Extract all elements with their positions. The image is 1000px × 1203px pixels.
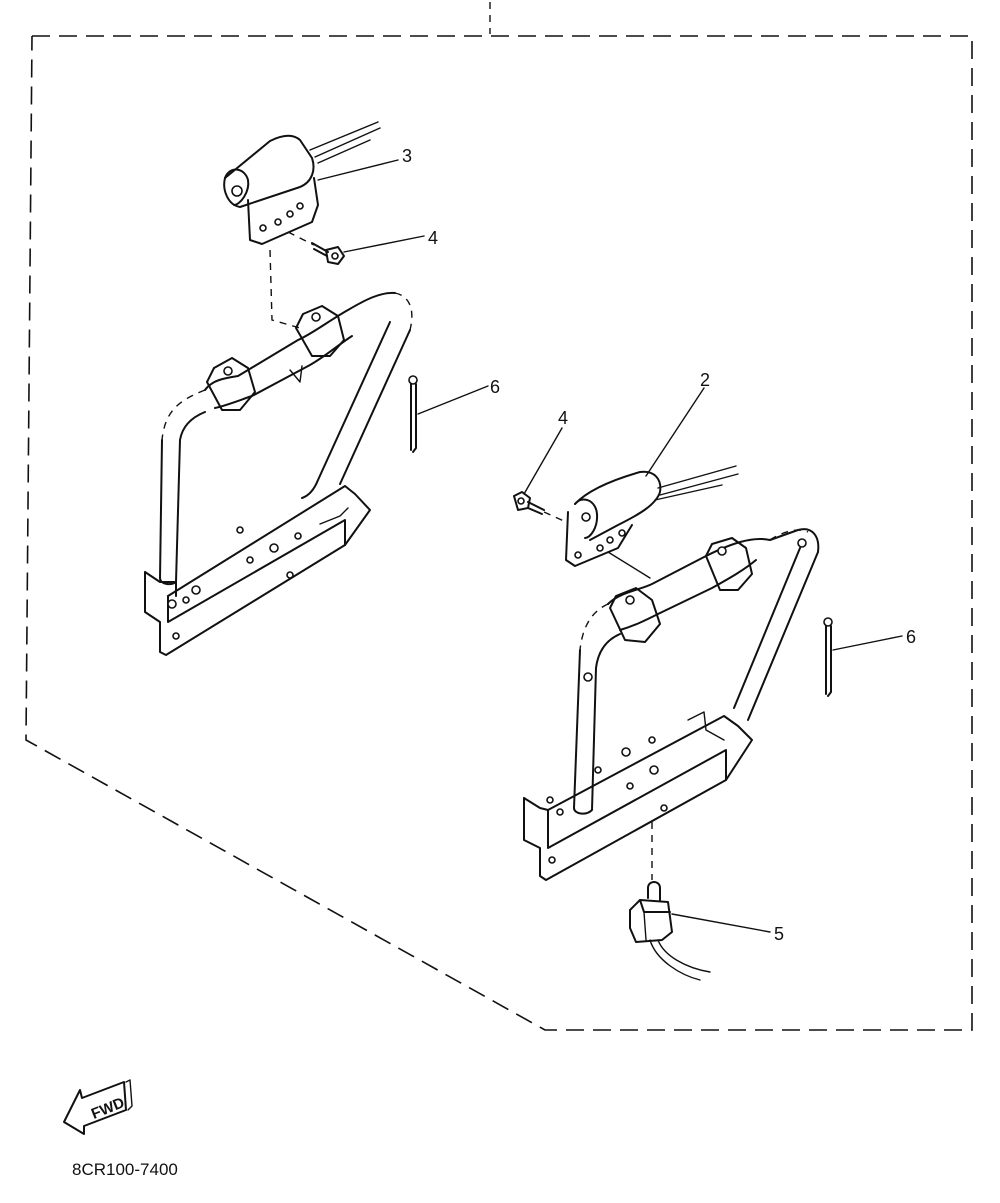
callout-2: 2: [700, 370, 710, 390]
fwd-arrow-icon: FWD: [63, 1079, 133, 1135]
leader-6-left: [417, 385, 489, 415]
cover-align-line-right: [607, 551, 651, 579]
cover-align-line-left: [269, 249, 301, 329]
callout-3: 3: [402, 146, 412, 166]
callout-4-upper: 4: [428, 228, 438, 248]
assembly-boundary: [25, 35, 973, 1031]
fwd-label: FWD: [89, 1094, 127, 1123]
leader-6-right: [832, 635, 903, 651]
part-2-cover: [565, 465, 739, 567]
leader-5: [671, 913, 771, 933]
part-6-cable-tie-right: [823, 617, 833, 697]
screw-align-line-right: [543, 511, 567, 523]
part-code: 8CR100-7400: [72, 1160, 178, 1179]
left-bracket-assembly: [144, 291, 413, 656]
leader-2: [645, 387, 705, 477]
part-3-cover: [223, 121, 381, 245]
part-5-switch: [629, 881, 711, 981]
callout-4-right: 4: [558, 408, 568, 428]
right-bracket-assembly: [523, 528, 820, 881]
callout-6-right: 6: [906, 627, 916, 647]
screw-align-line-upper: [287, 231, 315, 246]
part-4-screw-upper: [311, 242, 345, 265]
part-4-screw-right: [513, 491, 545, 515]
leader-4-right: [523, 427, 563, 495]
leader-4-upper: [343, 235, 425, 253]
callout-5: 5: [774, 924, 784, 944]
leader-3: [317, 159, 399, 181]
part-6-cable-tie-left: [408, 375, 418, 453]
callout-6-left: 6: [490, 377, 500, 397]
